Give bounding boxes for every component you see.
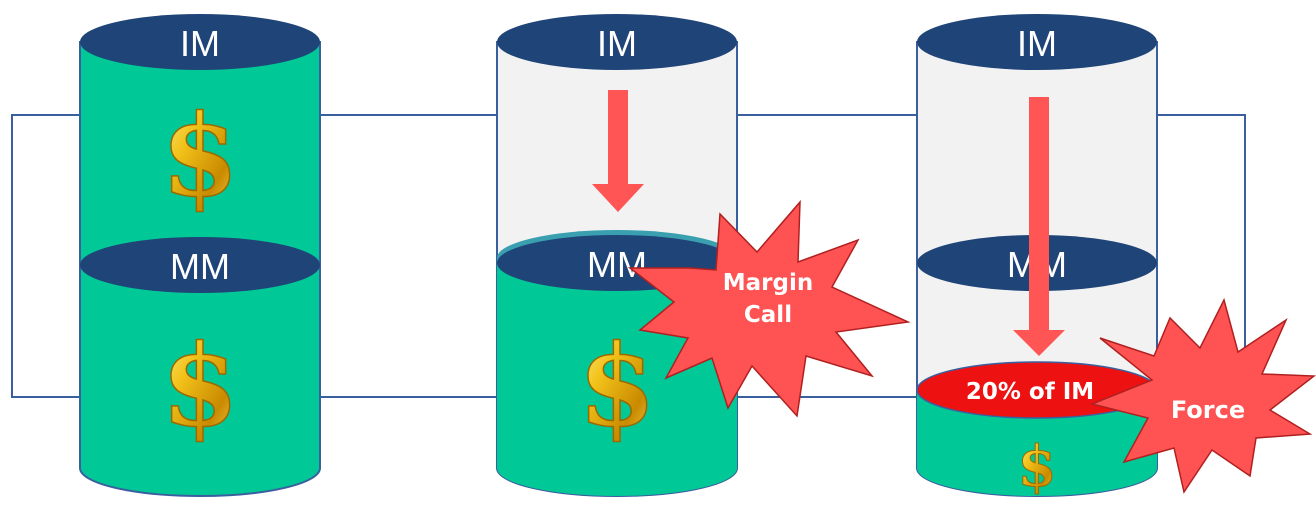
burst-label-line-2: Call — [744, 302, 792, 328]
threshold-label: 20% of IM — [966, 379, 1094, 405]
mm-cap — [80, 237, 320, 293]
im-label: IM — [180, 23, 220, 64]
down-arrow-icon — [1013, 97, 1065, 356]
burst-star-icon — [627, 199, 911, 418]
im-label: IM — [1017, 23, 1057, 64]
mm-label: MM — [587, 244, 647, 285]
down-arrow-icon — [592, 90, 644, 212]
margin-call-burst: Margin Call — [627, 199, 911, 418]
burst-star-icon — [1089, 297, 1316, 494]
cylinder-full: IM MM $ $ — [79, 14, 321, 497]
cylinder-margin-call: MM IM $ — [496, 14, 738, 497]
burst-label-line-1: Margin — [723, 270, 813, 296]
im-cap — [917, 14, 1157, 70]
force-burst: Force — [1089, 297, 1316, 494]
green-fill — [917, 392, 1157, 496]
dollar-sign-icon: $ — [161, 321, 239, 452]
mm-label: MM — [170, 246, 230, 287]
cylinder-forced: IM MM 20% of IM $ — [916, 14, 1158, 501]
im-cap — [497, 14, 737, 70]
im-label: IM — [597, 23, 637, 64]
dollar-sign-icon: $ — [1018, 434, 1057, 500]
dollar-sign-icon: $ — [161, 91, 239, 222]
burst-label-line-1: Force — [1171, 396, 1245, 424]
dollar-sign-icon: $ — [578, 321, 656, 452]
im-cap — [80, 14, 320, 70]
